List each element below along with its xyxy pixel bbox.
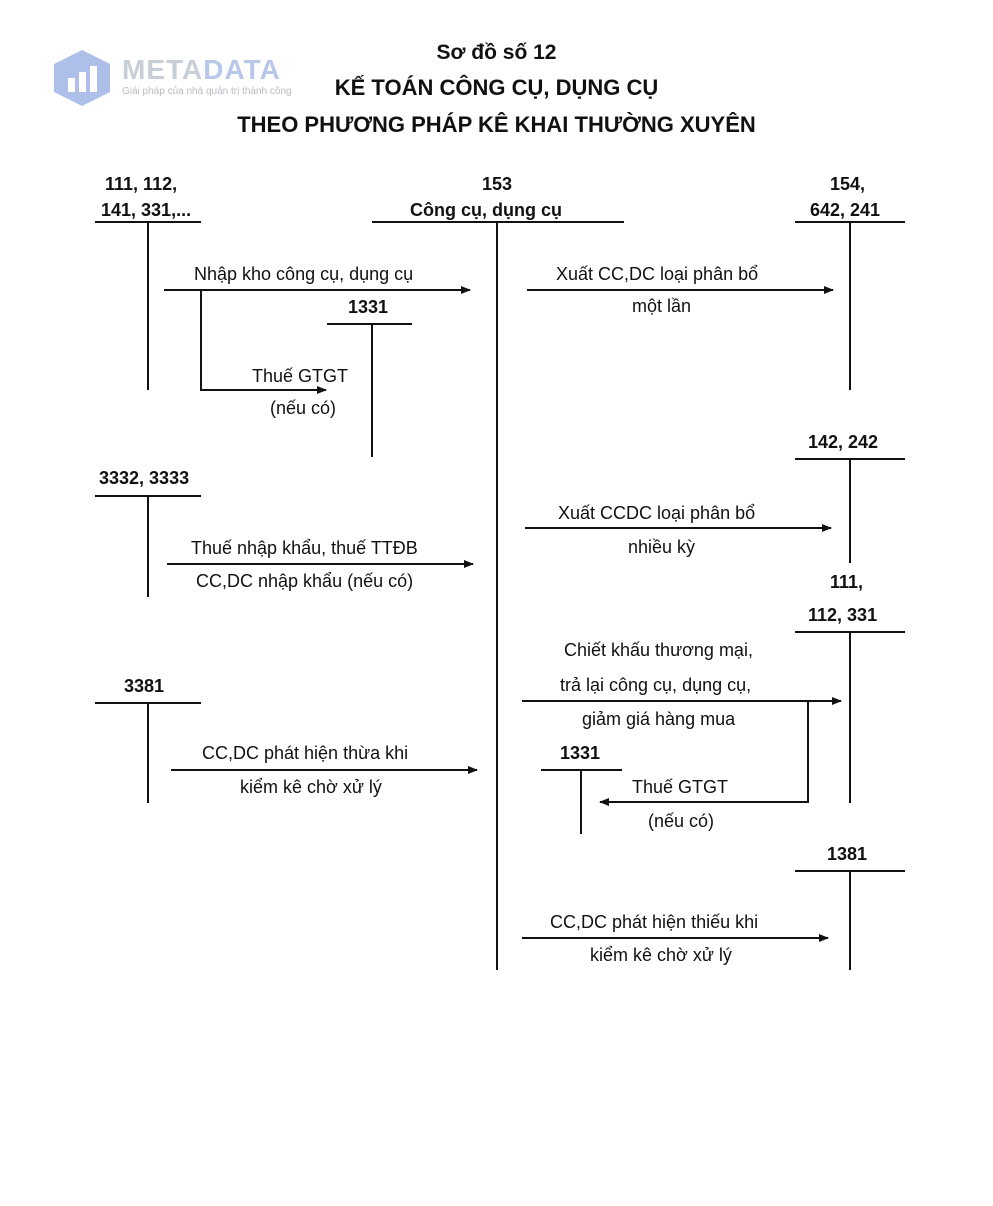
t-account-3332 (95, 495, 201, 597)
account-3381: 3381 (124, 676, 165, 696)
t-account-1381 (795, 870, 905, 970)
account-153-name: Công cụ, dụng cụ (410, 200, 562, 220)
account-111-line2: 141, 331,... (101, 200, 192, 220)
account-1331-left: 1331 (348, 297, 389, 317)
label-import-tools: Nhập kho công cụ, dụng cụ (194, 264, 414, 284)
label-discount-2: trả lại công cụ, dụng cụ, (560, 675, 752, 695)
arrow-vat-right (599, 701, 809, 806)
label-surplus-2: kiểm kê chờ xử lý (240, 777, 382, 797)
t-account-1331-left (327, 323, 412, 457)
label-vat-right-1: Thuế GTGT (632, 777, 729, 797)
diagram-number: Sơ đồ số 12 (436, 41, 557, 64)
t-account-1331-right (541, 769, 622, 834)
label-issue-one-2: một lần (632, 296, 692, 316)
logo-brand: METADATA (122, 54, 281, 85)
account-154-line2: 642, 241 (810, 200, 881, 220)
diagram-title-line2: THEO PHƯƠNG PHÁP KÊ KHAI THƯỜNG XUYÊN (237, 112, 756, 137)
account-142: 142, 242 (808, 432, 879, 452)
account-154-line1: 154, (830, 174, 866, 194)
account-1331-right: 1331 (560, 743, 601, 763)
label-issue-one-1: Xuất CC,DC loại phân bổ (556, 264, 759, 284)
label-shortage-2: kiểm kê chờ xử lý (590, 945, 732, 965)
t-account-111-right (795, 631, 905, 803)
account-111b-line2: 112, 331 (808, 605, 878, 625)
metadata-logo (54, 50, 110, 106)
t-account-153 (372, 221, 624, 970)
label-shortage-1: CC,DC phát hiện thiếu khi (550, 912, 759, 932)
account-111b-line1: 111, (830, 572, 864, 592)
t-account-3381 (95, 702, 201, 803)
arrow-vat-left (200, 290, 327, 394)
label-vat-left-1: Thuế GTGT (252, 366, 349, 386)
label-discount-3: giảm giá hàng mua (582, 709, 736, 729)
account-111-line1: 111, 112, (105, 174, 178, 194)
label-issue-multi-2: nhiều kỳ (628, 537, 696, 557)
label-import-tax-1: Thuế nhập khẩu, thuế TTĐB (191, 538, 418, 558)
diagram-title-line1: KẾ TOÁN CÔNG CỤ, DỤNG CỤ (334, 75, 659, 100)
label-issue-multi-1: Xuất CCDC loại phân bổ (558, 503, 756, 523)
label-vat-right-2: (nếu có) (648, 811, 715, 831)
t-account-111 (95, 221, 201, 390)
label-vat-left-2: (nếu có) (270, 398, 337, 418)
t-account-142 (795, 458, 905, 563)
account-3332: 3332, 3333 (99, 468, 190, 488)
label-discount-1: Chiết khấu thương mại, (564, 640, 753, 660)
account-153-code: 153 (482, 174, 513, 194)
label-surplus-1: CC,DC phát hiện thừa khi (202, 743, 409, 763)
t-account-154 (795, 221, 905, 390)
label-import-tax-2: CC,DC nhập khẩu (nếu có) (196, 571, 414, 591)
account-1381: 1381 (827, 844, 868, 864)
logo-tagline: Giải pháp của nhà quản trị thành công (122, 86, 292, 97)
